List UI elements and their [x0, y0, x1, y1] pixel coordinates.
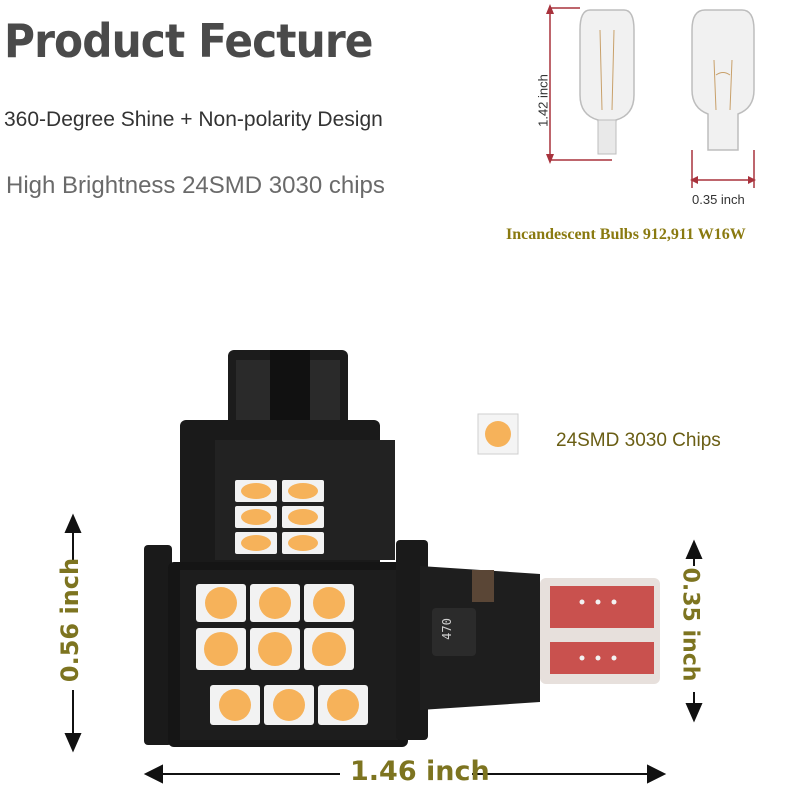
incandescent-caption: Incandescent Bulbs 912,911 W16W [506, 226, 746, 243]
incandescent-bulbs-illustration [546, 4, 756, 188]
width-marker [690, 150, 756, 188]
height-marker [546, 4, 612, 164]
bulb-width-label: 0.35 inch [692, 192, 745, 207]
front-chip-array [196, 584, 368, 725]
page-title: Product Fecture [4, 14, 373, 68]
led-bulb-illustration [144, 350, 660, 747]
bulb-front-view [691, 9, 755, 151]
smd-chip-sample [477, 413, 519, 455]
height-dimension-label: 0.56 inch [56, 557, 84, 683]
width-dimension-label: 1.46 inch [350, 756, 490, 787]
chip-type-label: 24SMD 3030 Chips [556, 430, 721, 451]
upper-chip-array [235, 480, 324, 554]
bulb-side-view [579, 9, 635, 155]
base-height-dimension-label: 0.35 inch [677, 567, 703, 682]
wedge-base [420, 566, 660, 710]
feature-text-1: 360-Degree Shine + Non-polarity Design [4, 108, 383, 131]
feature-text-2: High Brightness 24SMD 3030 chips [6, 172, 385, 199]
